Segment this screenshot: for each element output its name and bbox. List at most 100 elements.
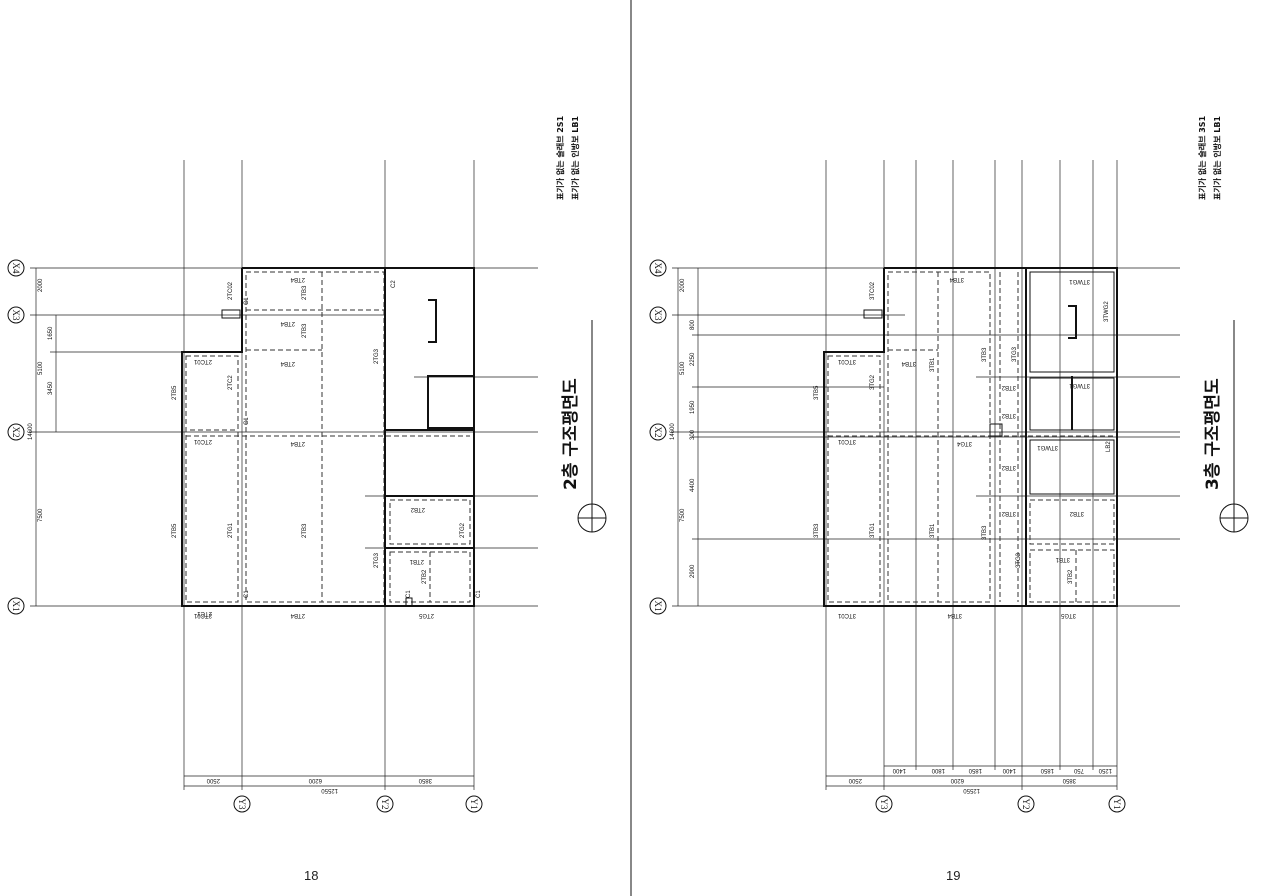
dim-label: 750 bbox=[1073, 767, 1084, 773]
dim-label: 1400 bbox=[1002, 767, 1016, 773]
beam-outline bbox=[887, 271, 991, 603]
member-label: 3TC01 bbox=[837, 612, 856, 618]
note-slab: 표기가 없는 슬래브 3S1 bbox=[1197, 115, 1207, 200]
dim-label: 300 bbox=[690, 429, 696, 440]
dim-label: 2000 bbox=[680, 278, 686, 292]
member-label: 2TB4 bbox=[290, 276, 305, 282]
member-label: 2TB2 bbox=[410, 506, 425, 512]
member-label: 3TG1 bbox=[870, 522, 876, 538]
member-label: 2TB4 bbox=[290, 440, 305, 446]
member-label: 2TC01 bbox=[193, 612, 212, 618]
column bbox=[405, 597, 413, 607]
member-label: 3TB2 bbox=[1001, 510, 1016, 516]
member-label: 3TB3 bbox=[814, 523, 820, 538]
member-label: LB2 bbox=[1106, 441, 1112, 452]
grid-bubble-x3: X3 bbox=[649, 306, 667, 324]
member-label: 2TG1 bbox=[228, 522, 234, 538]
member-label: 3TB1 bbox=[930, 523, 936, 538]
svg-text:X4: X4 bbox=[653, 263, 663, 274]
member-label: 2TB4 bbox=[290, 612, 305, 618]
dim-label: 5100 bbox=[680, 361, 686, 375]
dim-label: 4400 bbox=[690, 478, 696, 492]
dim-label: 1950 bbox=[690, 400, 696, 414]
member-label: 3TB2 bbox=[1001, 464, 1016, 470]
member-label: 2TB1 bbox=[409, 558, 424, 564]
member-label: 3TC02 bbox=[870, 281, 876, 300]
member-label: 3TB5 bbox=[814, 385, 820, 400]
grid-bubble-y3: Y3 bbox=[233, 795, 251, 813]
member-label: 2TB3 bbox=[302, 323, 308, 338]
dim-label: 12550 bbox=[963, 787, 980, 793]
dim-label: 14600 bbox=[28, 423, 34, 440]
beam-outline bbox=[185, 355, 239, 603]
dim-label: 7500 bbox=[38, 508, 44, 522]
svg-text:Y2: Y2 bbox=[380, 799, 390, 810]
dim-label: 1250 bbox=[1098, 767, 1112, 773]
core-wall bbox=[427, 375, 475, 429]
member-label: 2TG2 bbox=[460, 522, 466, 538]
svg-text:Y2: Y2 bbox=[1021, 799, 1031, 810]
column bbox=[863, 309, 883, 319]
dim-label: 1400 bbox=[892, 767, 906, 773]
svg-text:Y1: Y1 bbox=[1112, 799, 1122, 810]
member-label: 2TC1 bbox=[197, 610, 212, 616]
member-label: 3TB4 bbox=[949, 276, 964, 282]
member-label: C1 bbox=[244, 297, 250, 305]
dim-label: 2500 bbox=[848, 777, 862, 783]
dim-label: 6200 bbox=[308, 777, 322, 783]
north-arrow bbox=[1219, 503, 1249, 533]
floor-plan-3f: X4 X3 X2 X1 Y3 Y2 Y1 bbox=[649, 160, 1249, 813]
member-label: 3TWG1 bbox=[1069, 278, 1090, 284]
member-label: 3TB2 bbox=[1001, 412, 1016, 418]
member-label: 2TC02 bbox=[228, 281, 234, 300]
svg-text:Y3: Y3 bbox=[879, 799, 889, 810]
outer-wall bbox=[181, 267, 475, 607]
grid-bubble-y2: Y2 bbox=[1017, 795, 1035, 813]
floor-plan-2f: X4 X3 X2 X1 Y3 Y2 Y1 bbox=[7, 160, 607, 813]
member-label: 3TG3 bbox=[1016, 552, 1022, 568]
member-label: 3TWG1 bbox=[1037, 444, 1058, 450]
member-label: C1 bbox=[476, 590, 482, 598]
member-label: 2TG3 bbox=[374, 348, 380, 364]
member-label: 3TG3 bbox=[1012, 346, 1018, 362]
grid-bubble-x1: X1 bbox=[649, 597, 667, 615]
svg-text:Y3: Y3 bbox=[237, 799, 247, 810]
grid-bubble-x2: X2 bbox=[7, 423, 25, 441]
member-label: C1 bbox=[406, 590, 412, 598]
member-label: 3TB1 bbox=[1055, 556, 1070, 562]
column bbox=[221, 309, 241, 319]
page-number: 19 bbox=[946, 868, 960, 883]
member-label: 3TB3 bbox=[982, 525, 988, 540]
note-lintel: 표기가 없는 인방보 LB1 bbox=[1212, 116, 1222, 200]
grid-bubble-x4: X4 bbox=[649, 259, 667, 277]
drawing-title: 2층 구조평면도 bbox=[561, 378, 581, 490]
column bbox=[989, 423, 1003, 437]
member-label: 3TB2 bbox=[1001, 384, 1016, 390]
svg-text:X4: X4 bbox=[11, 263, 21, 274]
drawing-title: 3층 구조평면도 bbox=[1203, 378, 1223, 490]
stair-wall bbox=[428, 299, 437, 343]
grid-bubble-y2: Y2 bbox=[376, 795, 394, 813]
grid-bubble-y1: Y1 bbox=[1108, 795, 1126, 813]
grid-bubble-x1: X1 bbox=[7, 597, 25, 615]
member-label: 3TG5 bbox=[1060, 612, 1076, 618]
beam-outline bbox=[1029, 549, 1115, 603]
grid-bubble-x3: X3 bbox=[7, 306, 25, 324]
beam-outline bbox=[245, 271, 385, 603]
stair-wall bbox=[1068, 305, 1077, 339]
beam-outline bbox=[827, 355, 881, 603]
member-label: 3TB1 bbox=[930, 357, 936, 372]
member-label: 2TC01 bbox=[193, 438, 212, 444]
grid-bubble-x2: X2 bbox=[649, 423, 667, 441]
dim-label: 2500 bbox=[206, 777, 220, 783]
member-label: 3TC01 bbox=[837, 438, 856, 444]
svg-text:X1: X1 bbox=[11, 601, 21, 612]
dim-label: 3450 bbox=[48, 381, 54, 395]
note-slab: 표기가 없는 슬래브 2S1 bbox=[555, 115, 565, 200]
member-label: 2TB4 bbox=[280, 360, 295, 366]
dim-label: 12550 bbox=[321, 787, 338, 793]
member-label: 2TB5 bbox=[172, 385, 178, 400]
member-label: 3TB3 bbox=[982, 347, 988, 362]
member-label: C1 bbox=[244, 417, 250, 425]
